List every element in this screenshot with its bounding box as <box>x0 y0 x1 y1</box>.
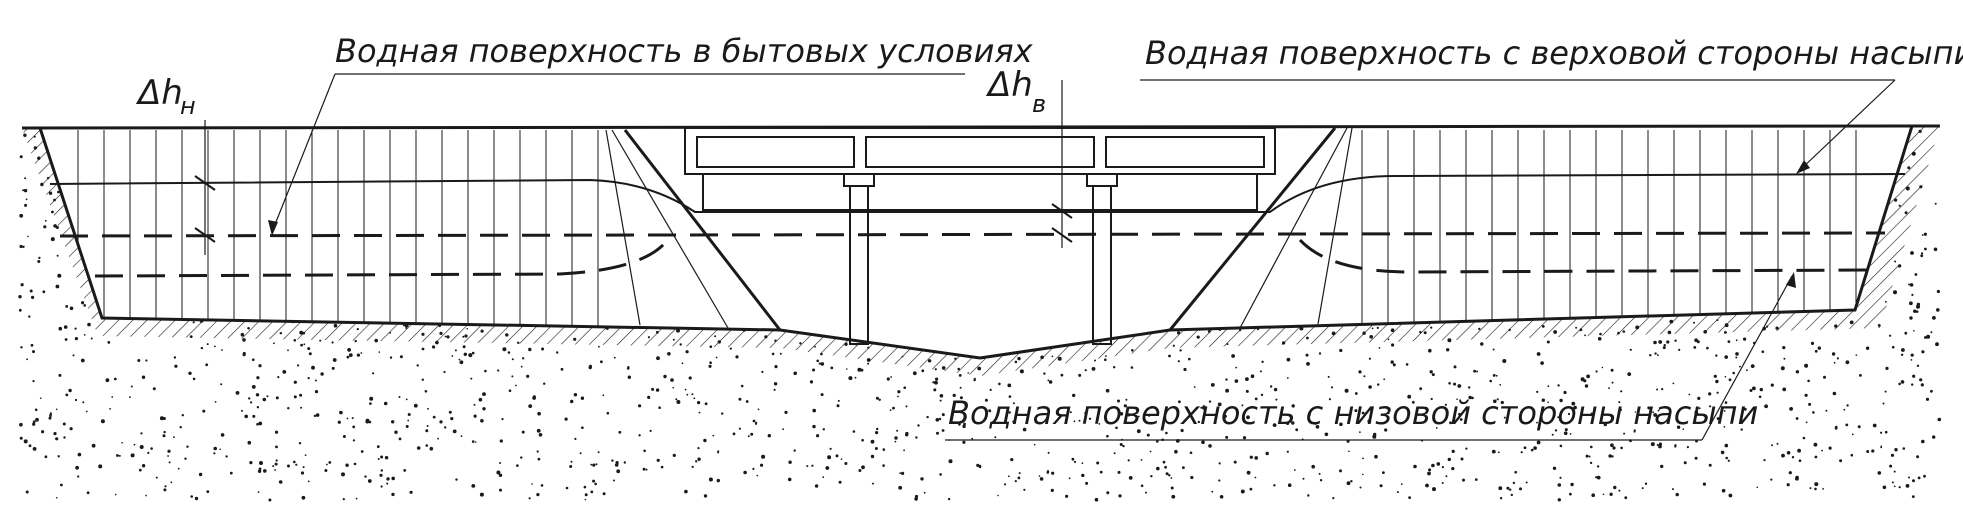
embankment-vertical-lines <box>77 130 1857 327</box>
natural-water-label: Водная поверхность в бытовых условиях <box>335 32 1034 70</box>
natural-water-line <box>59 231 1886 238</box>
delta-h-lower-symbol: Δh <box>135 73 183 113</box>
delta-h-lower-subscript: н <box>180 92 196 120</box>
leader-lines <box>268 73 1896 441</box>
downstream-water-line-right <box>1298 238 1871 274</box>
pier-right <box>1092 185 1112 345</box>
dimension-delta-h-upper: Δh в <box>985 65 1073 248</box>
bridge-span-left <box>696 136 855 168</box>
bridge-structure[interactable] <box>684 127 1276 345</box>
bridge-span-center <box>865 136 1095 168</box>
downstream-water-line <box>94 241 667 278</box>
downstream-water-label: Водная поверхность с низовой стороны нас… <box>948 394 1758 432</box>
upstream-water-line <box>49 173 1906 213</box>
delta-h-upper-symbol: Δh <box>985 65 1033 105</box>
soil-texture <box>18 129 1942 502</box>
water-surfaces <box>49 173 1906 278</box>
dimension-delta-h-lower: Δh н <box>135 73 216 255</box>
pier-left <box>849 185 869 345</box>
water-body <box>40 126 1912 358</box>
embankment-slopes <box>605 127 1353 331</box>
upstream-water-label: Водная поверхность с верховой стороны на… <box>1145 34 1963 72</box>
delta-h-upper-subscript: в <box>1032 90 1046 118</box>
bridge-span-right <box>1105 136 1265 168</box>
